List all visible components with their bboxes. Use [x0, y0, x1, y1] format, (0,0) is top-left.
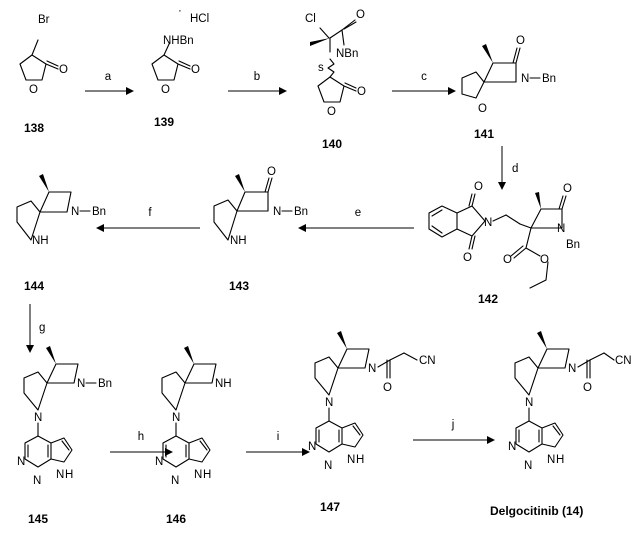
compound-141-structure: O N Bn O	[461, 35, 556, 115]
azetidine-nitrogen: N	[568, 363, 576, 375]
pyrrole-nh: N	[347, 454, 355, 466]
compound-label-145: 145	[28, 512, 48, 526]
compound-144-structure: N Bn NH	[16, 174, 106, 247]
compound-140-structure: Cl O NBn s O O	[305, 9, 366, 118]
pyrrolidine-nitrogen: N	[172, 412, 180, 424]
compound-146-structure: NH N N N N H	[155, 346, 232, 487]
lactam-nitrogen: N	[273, 206, 281, 218]
lactam-oxygen-atom: O	[267, 166, 276, 178]
step-label-b: b	[254, 71, 260, 83]
compound-138-structure: Br O O	[19, 14, 68, 96]
pyrimidine-n3: N	[324, 460, 332, 472]
nitrile-group: CN	[419, 355, 436, 367]
nbn-group: N	[521, 73, 529, 85]
lactam-nitrogen: N	[557, 223, 565, 235]
step-label-i: i	[277, 431, 280, 443]
amide-oxygen-atom: O	[356, 9, 365, 21]
pyrrole-h: H	[356, 454, 364, 466]
ring-oxygen-atom: O	[327, 106, 336, 118]
benzyl-group: Bn	[98, 378, 112, 390]
benzyl-group: Bn	[542, 73, 556, 85]
pyrrole-h: H	[203, 469, 211, 481]
pyrrole-nh: N	[56, 469, 64, 481]
stereo-mark: s	[318, 62, 324, 74]
benzyl-group: Bn	[566, 239, 580, 251]
compound-label-139: 139	[154, 115, 174, 129]
azetidine-nitrogen: N	[368, 363, 376, 375]
ring-oxygen-atom: O	[478, 103, 487, 115]
pyrimidine-n1: N	[308, 441, 316, 453]
pyrimidine-n3: N	[171, 475, 179, 487]
compound-label-delgocitinib: Delgocitinib (14)	[490, 504, 583, 518]
compound-label-138: 138	[24, 121, 44, 135]
compound-label-144: 144	[24, 279, 44, 293]
carbonyl-oxygen-atom: O	[191, 64, 200, 76]
imide-oxygen-bottom: O	[463, 252, 472, 264]
nitrile-group: CN	[615, 355, 632, 367]
step-label-a: a	[105, 71, 112, 83]
azetidine-nitrogen: N	[71, 206, 79, 218]
compound-label-143: 143	[229, 279, 249, 293]
amide-oxygen-atom: O	[583, 382, 592, 394]
ring-oxygen-atom: O	[29, 84, 38, 96]
step-label-j: j	[451, 419, 455, 431]
pyrrolidine-nitrogen: N	[34, 412, 42, 424]
pyrimidine-n1: N	[155, 456, 163, 468]
ester-carbonyl-oxygen: O	[503, 254, 512, 266]
compound-label-146: 146	[166, 512, 186, 526]
amide-oxygen-atom: O	[383, 382, 392, 394]
pyrrolidine-nh: NH	[32, 235, 49, 247]
lactam-oxygen-atom: O	[516, 35, 525, 47]
ring-oxygen-atom: O	[161, 84, 170, 96]
compound-147-structure: N O CN N N N N H	[308, 331, 436, 472]
step-label-c: c	[421, 71, 427, 83]
hcl-label: HCl	[190, 13, 209, 25]
pyrrolidine-nitrogen: N	[325, 397, 333, 409]
pyrrolidine-nitrogen: N	[525, 397, 533, 409]
pyrimidine-n1: N	[508, 441, 516, 453]
nhbn-group: NHBn	[163, 35, 194, 47]
pyrimidine-n1: N	[17, 456, 25, 468]
compound-145-structure: N Bn N N N N H	[17, 346, 112, 487]
benzyl-group: Bn	[92, 206, 106, 218]
compound-142-structure: O O N O N Bn O O	[428, 181, 580, 289]
step-label-d: d	[512, 163, 518, 175]
pyrrole-nh: N	[547, 454, 555, 466]
benzyl-group: Bn	[294, 206, 308, 218]
step-label-f: f	[148, 207, 152, 219]
chloro-atom: Cl	[305, 13, 316, 25]
nbn-group: NBn	[336, 48, 358, 60]
compound-139-structure: · HCl NHBn O O	[151, 5, 209, 96]
azetidine-nh: NH	[215, 378, 232, 390]
salt-dot: ·	[178, 5, 182, 17]
compound-14-structure: N O CN N N N N H	[508, 331, 632, 472]
bromo-atom: Br	[38, 14, 50, 26]
ester-oxygen: O	[540, 254, 549, 266]
compound-label-140: 140	[322, 137, 342, 151]
compound-label-147: 147	[320, 500, 340, 514]
phthalimide-nitrogen: N	[484, 217, 492, 229]
step-label-e: e	[355, 207, 361, 219]
azetidine-nitrogen: N	[77, 378, 85, 390]
pyrimidine-n3: N	[33, 475, 41, 487]
pyrrole-h: H	[65, 469, 73, 481]
imide-oxygen-top: O	[474, 181, 483, 193]
step-label-h: h	[138, 431, 144, 443]
compound-label-142: 142	[478, 292, 498, 306]
lactam-oxygen-atom: O	[563, 183, 572, 195]
compound-143-structure: O N Bn NH	[213, 166, 308, 247]
carbonyl-oxygen-atom: O	[59, 64, 68, 76]
carbonyl-oxygen-atom: O	[357, 86, 366, 98]
pyrimidine-n3: N	[524, 460, 532, 472]
pyrrolidine-nh: NH	[230, 235, 247, 247]
compound-label-141: 141	[474, 127, 494, 141]
pyrrole-h: H	[556, 454, 564, 466]
pyrrole-nh: N	[194, 469, 202, 481]
step-label-g: g	[39, 322, 45, 334]
